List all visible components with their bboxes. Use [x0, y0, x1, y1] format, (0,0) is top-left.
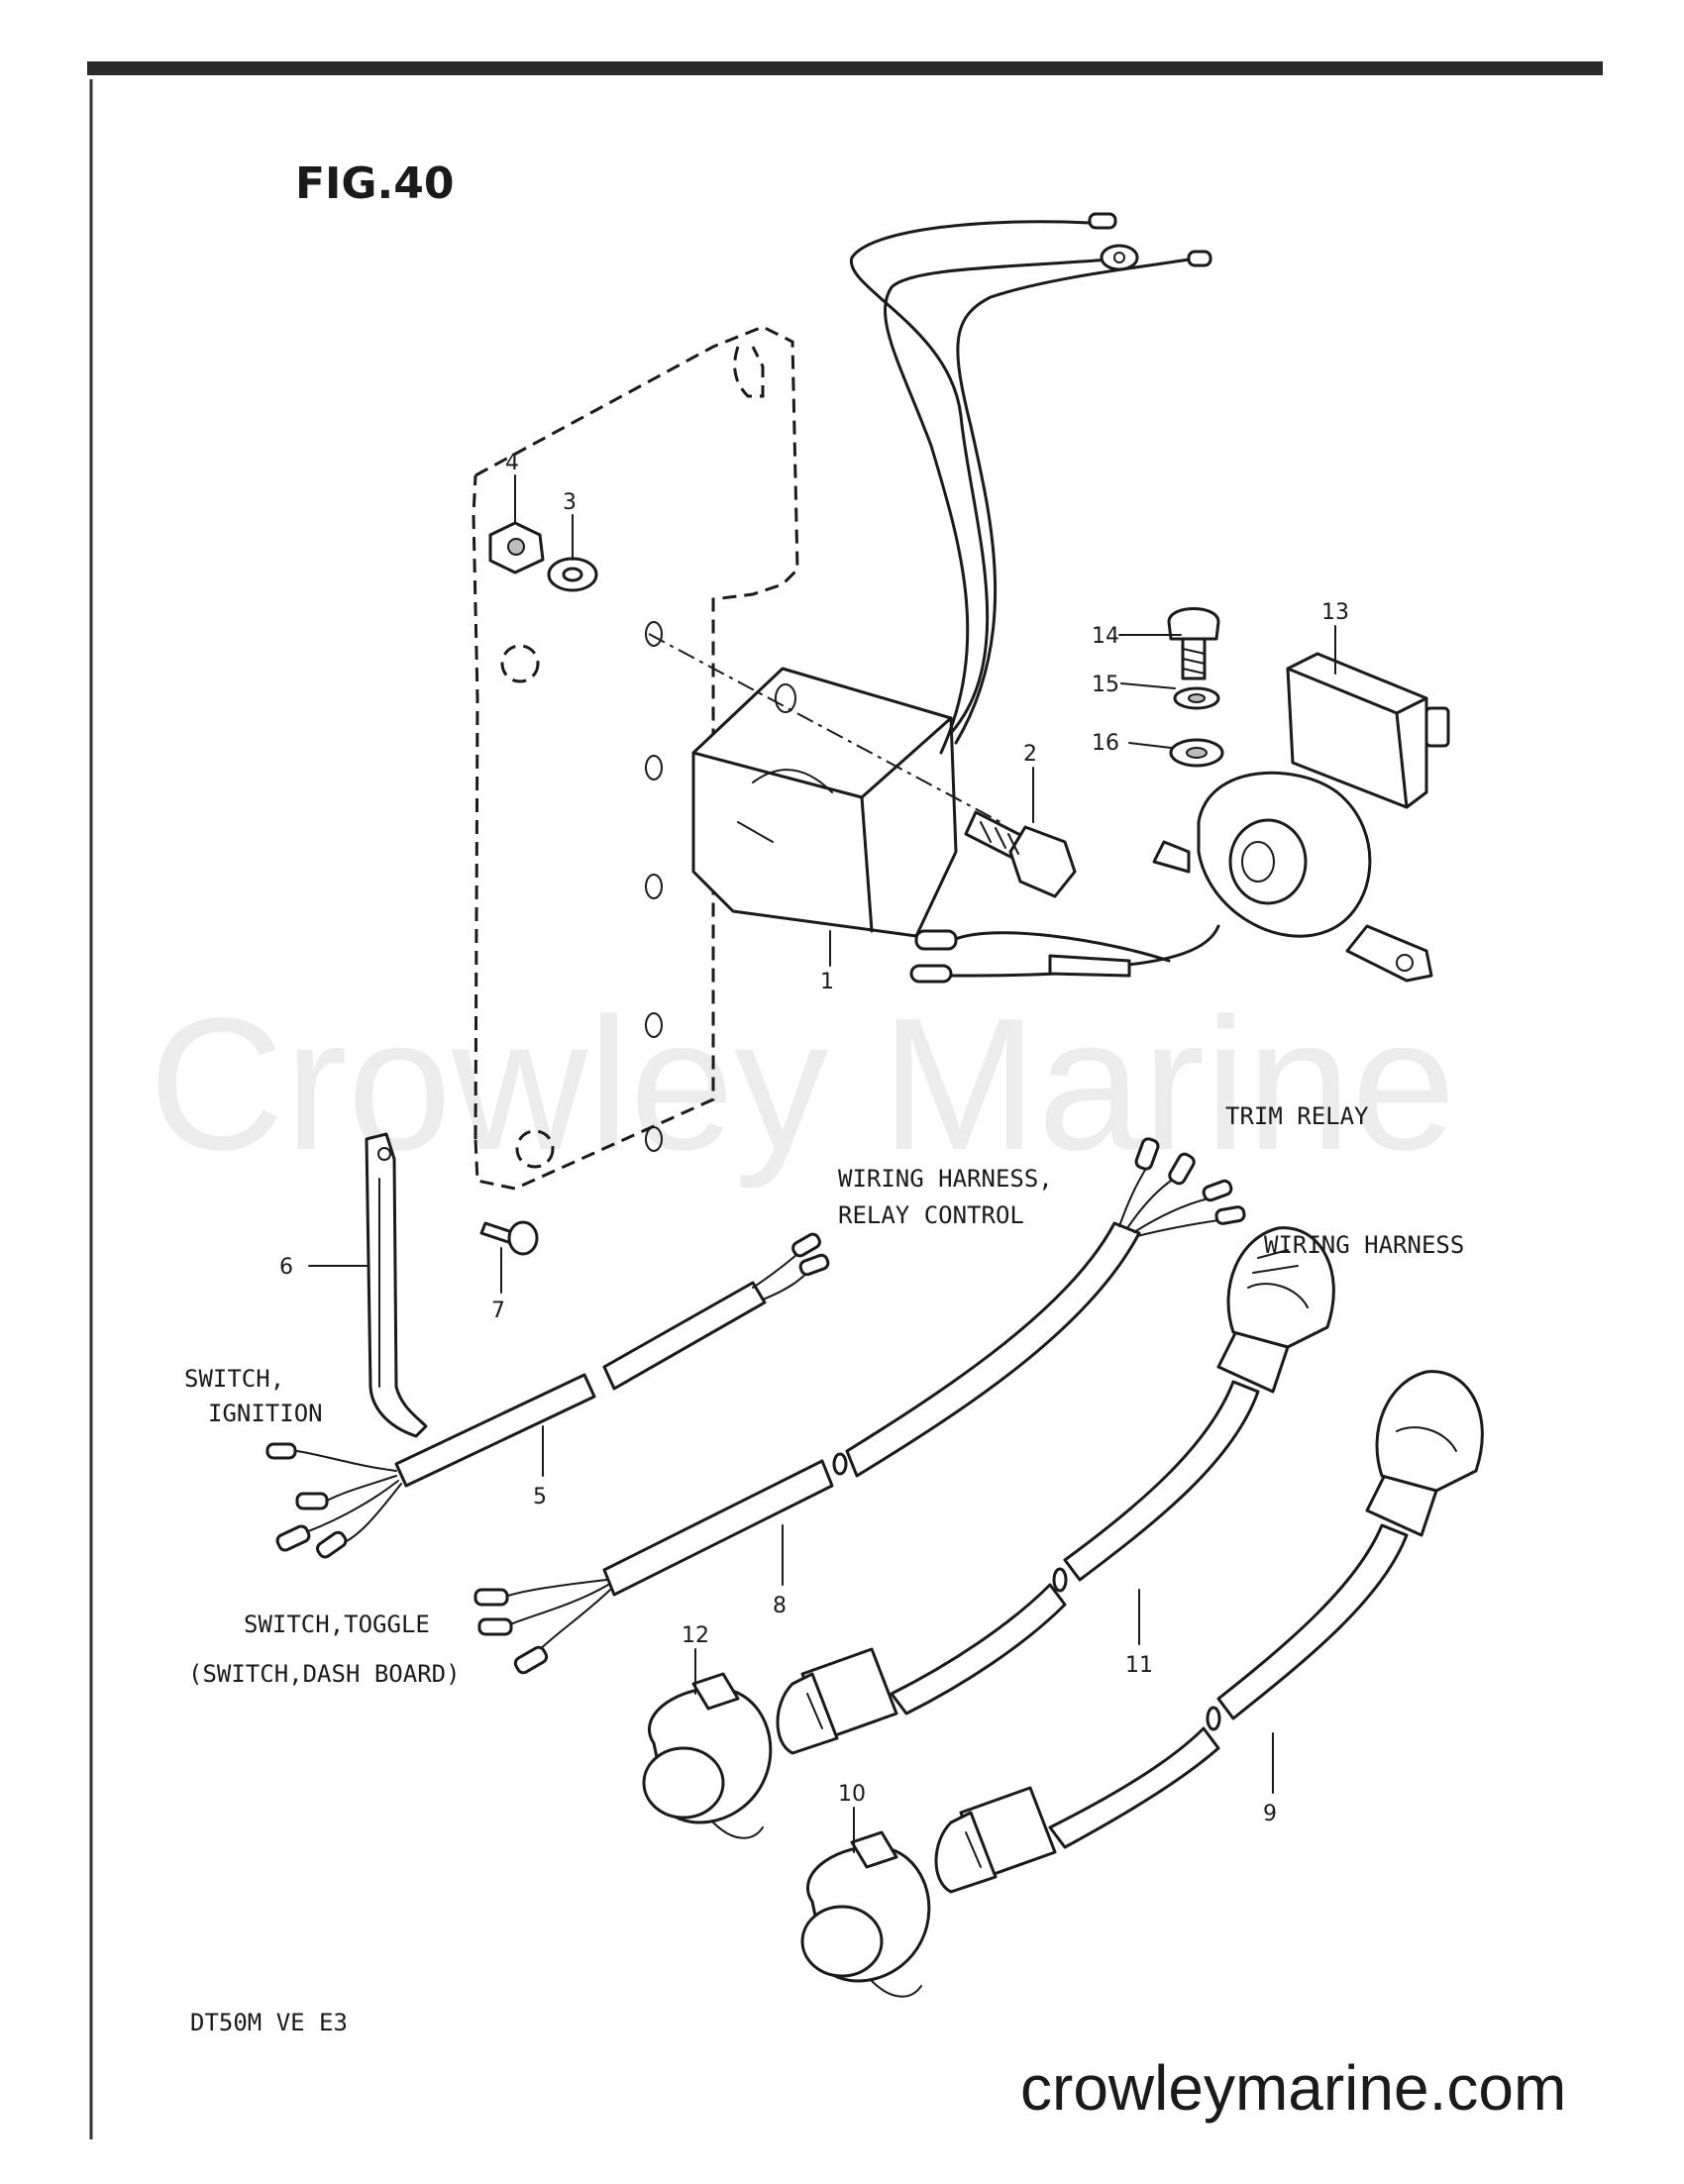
- callout-3: 3: [563, 490, 577, 515]
- part-8-wiring-harness: [474, 1137, 1246, 1675]
- callout-13: 13: [1321, 600, 1349, 625]
- part-12-cap: [642, 1672, 773, 1839]
- part-7-screw: [479, 1220, 539, 1256]
- callout-numbers: 1 2 3 4 5 6 7 8 9 10 11 12 13 14 15 16: [279, 451, 1349, 1826]
- label-harness-relay-line1: WIRING HARNESS,: [838, 1165, 1053, 1193]
- callout-6: 6: [279, 1255, 293, 1280]
- part-13-trim-relay: [1152, 652, 1450, 983]
- model-code: DT50M VE E3: [190, 2009, 348, 2036]
- callout-9: 9: [1263, 1802, 1277, 1826]
- part-9-extension-harness: [934, 1370, 1484, 1894]
- part-1-lead-wires: [849, 212, 1212, 755]
- part-16-washer: [1169, 738, 1224, 768]
- label-harness-relay-line2: RELAY CONTROL: [838, 1201, 1024, 1229]
- part-11-extension-harness: [776, 1226, 1335, 1755]
- label-wiring-harness: WIRING HARNESS: [1264, 1231, 1464, 1259]
- callout-7: 7: [491, 1299, 505, 1323]
- callout-4: 4: [505, 451, 519, 475]
- label-ignition-line1: SWITCH,: [184, 1365, 284, 1393]
- callout-11: 11: [1125, 1653, 1153, 1678]
- callout-16: 16: [1092, 731, 1119, 756]
- part-4-nut: [488, 521, 545, 574]
- part-6-clamp: [365, 1132, 428, 1438]
- part-labels: TRIM RELAY WIRING HARNESS, RELAY CONTROL…: [184, 1102, 1464, 1688]
- callout-1: 1: [820, 970, 834, 994]
- label-toggle-line1: SWITCH,TOGGLE: [244, 1611, 430, 1638]
- website-url: crowleymarine.com: [1020, 2052, 1566, 2124]
- leader-lines: [308, 474, 1336, 1853]
- callout-5: 5: [533, 1485, 547, 1509]
- callout-14: 14: [1092, 624, 1119, 649]
- part-5-wiring-harness-relay-control: [265, 1232, 830, 1559]
- label-trim-relay: TRIM RELAY: [1225, 1102, 1369, 1130]
- part-2-bolt: [964, 810, 1077, 898]
- part-14-bolt: [1167, 607, 1220, 680]
- callout-12: 12: [682, 1623, 709, 1648]
- part-13-lead-wires: [909, 924, 1220, 984]
- top-border-bar: [87, 61, 1603, 75]
- callout-2: 2: [1023, 742, 1037, 767]
- figure-title: FIG.40: [295, 158, 455, 209]
- callout-15: 15: [1092, 673, 1119, 697]
- label-toggle-line2: (SWITCH,DASH BOARD): [188, 1660, 461, 1688]
- part-10-cap: [800, 1830, 931, 1998]
- mounting-bracket: [472, 325, 799, 1191]
- watermark-text: Crowley Marine: [149, 980, 1456, 1190]
- part-3-lock-washer: [547, 557, 598, 592]
- part-1-relay-unit: [691, 667, 958, 938]
- callout-10: 10: [838, 1782, 866, 1807]
- label-ignition-line2: IGNITION: [208, 1400, 323, 1427]
- callout-8: 8: [773, 1594, 787, 1618]
- part-15-washer: [1173, 686, 1220, 710]
